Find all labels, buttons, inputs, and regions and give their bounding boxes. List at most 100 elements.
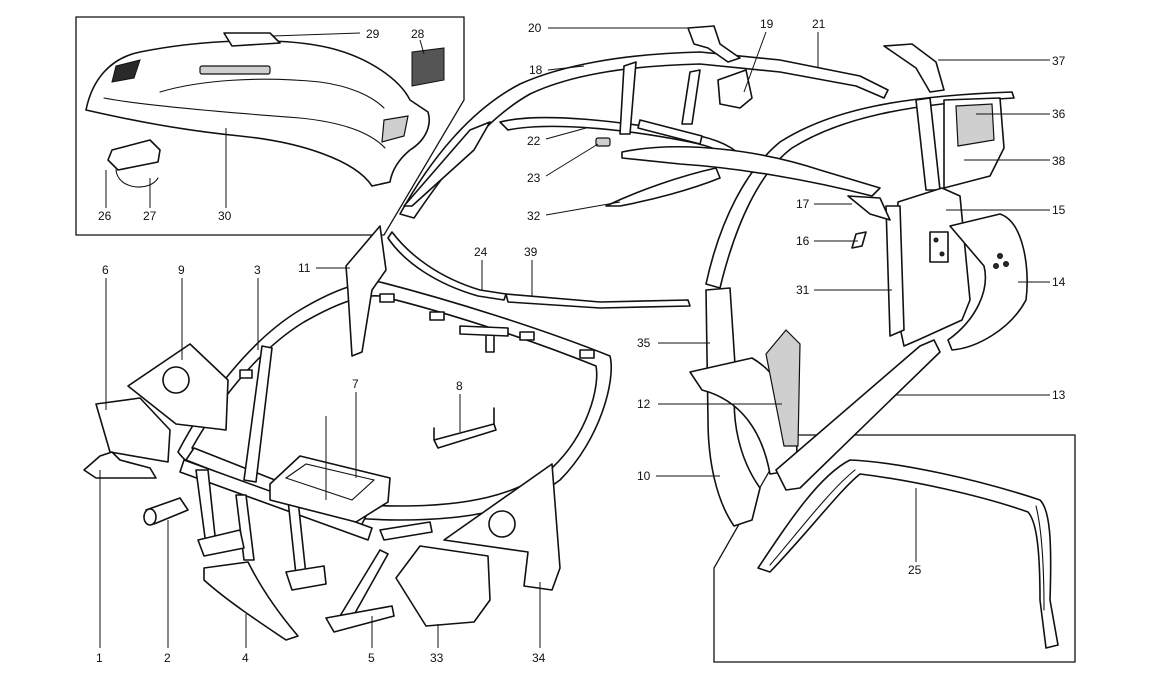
leader-23 [545, 143, 599, 177]
callout-21: 21 [812, 17, 826, 31]
leader-32 [545, 201, 621, 216]
sleeve-2-end [143, 508, 157, 526]
tie-rod-foot-5 [325, 605, 395, 633]
latch-bolt-2 [939, 251, 945, 257]
callout-18: 18 [529, 63, 543, 77]
callout-28: 28 [411, 27, 425, 41]
callout-4: 4 [242, 651, 249, 665]
roof-rail-18 [399, 51, 889, 219]
sill-13 [775, 339, 941, 491]
leader-18 [547, 65, 585, 71]
roof-trim-edge [769, 469, 1045, 611]
inset-frame-bottom-right [713, 434, 1076, 663]
hood-bracket-8 [433, 407, 497, 449]
hinge-clip-26 [107, 139, 161, 171]
upright-tube-3 [243, 345, 273, 483]
callout-22: 22 [527, 134, 541, 148]
callout-6: 6 [102, 263, 109, 277]
callout-7: 7 [352, 377, 359, 391]
leader-29 [271, 32, 361, 37]
inset-roof-trim [713, 434, 1076, 663]
mount-bracket-b [285, 565, 327, 591]
right-side-panels [689, 187, 1028, 527]
callout-5: 5 [368, 651, 375, 665]
rear-bulkhead [621, 146, 881, 197]
callout-30: 30 [218, 209, 232, 223]
rear-quarter-15 [893, 187, 971, 347]
leader-28 [419, 39, 425, 55]
ring-tab-1 [379, 293, 395, 303]
seat-mount-23 [595, 137, 611, 147]
callout-37: 37 [1052, 54, 1066, 68]
callout-23: 23 [527, 171, 541, 185]
rear-pillar-trim-37 [883, 43, 945, 93]
latch-plate [929, 231, 949, 263]
shelf-slot [199, 65, 271, 75]
callout-34: 34 [532, 651, 546, 665]
wing-hole-3 [993, 263, 999, 269]
callout-20: 20 [528, 21, 542, 35]
wing-hole-2 [1003, 261, 1009, 267]
callout-labels: 29 28 26 27 30 20 19 21 18 22 23 32 37 3… [96, 17, 1066, 665]
latch-bolt-1 [933, 237, 939, 243]
door-post-12 [765, 329, 801, 447]
callout-19: 19 [760, 17, 774, 31]
callout-13: 13 [1052, 388, 1066, 402]
wing-hole-1 [997, 253, 1003, 259]
parcel-shelf-vent-right [381, 115, 409, 143]
callout-27: 27 [143, 209, 157, 223]
callout-2: 2 [164, 651, 171, 665]
bracket-16 [851, 231, 867, 249]
roof-plate-19 [717, 69, 753, 109]
quarter-window-36 [955, 103, 995, 147]
callout-11: 11 [298, 261, 311, 275]
parcel-shelf-inner [103, 97, 386, 149]
speaker-grille-28 [411, 47, 445, 87]
callout-33: 33 [430, 651, 444, 665]
windshield-trim-24 [387, 231, 507, 301]
inset-frame-top-left [75, 16, 465, 236]
trim-pad-29 [223, 32, 281, 47]
support-blade-11 [345, 225, 387, 357]
callout-36: 36 [1052, 107, 1066, 121]
windshield-trim-39 [505, 293, 691, 309]
rear-wing-panel-14 [947, 213, 1028, 351]
radiator-box-7 [269, 455, 391, 523]
callout-24: 24 [474, 245, 488, 259]
front-frame-assembly [83, 225, 612, 641]
center-latch [459, 325, 509, 353]
callout-31: 31 [796, 283, 810, 297]
inner-pillar-31 [885, 205, 905, 337]
strap-1 [83, 451, 157, 479]
ring-tab-4 [579, 349, 595, 359]
callout-16: 16 [796, 234, 810, 248]
windshield-trims [387, 231, 691, 309]
panel-9-hole [162, 366, 190, 394]
callout-32: 32 [527, 209, 541, 223]
cross-brace [637, 119, 703, 145]
callout-10: 10 [637, 469, 651, 483]
callout-35: 35 [637, 336, 651, 350]
left-pillar [403, 121, 491, 207]
side-panel-33 [395, 545, 491, 627]
callout-15: 15 [1052, 203, 1066, 217]
callout-9: 9 [178, 263, 185, 277]
parcel-shelf-vent-left [111, 59, 141, 83]
callout-38: 38 [1052, 154, 1066, 168]
leader-22 [545, 127, 587, 140]
parcel-shelf [85, 39, 430, 187]
skid-plate-4 [203, 561, 299, 641]
ring-tab-5 [239, 369, 253, 379]
b-pillar-right [681, 69, 701, 125]
callout-12: 12 [637, 397, 651, 411]
hinge-clip-27 [115, 169, 159, 188]
ring-tab-2 [429, 311, 445, 321]
mount-bracket-a [197, 529, 245, 557]
callout-29: 29 [366, 27, 380, 41]
callout-39: 39 [524, 245, 538, 259]
inset-parcel-shelf [75, 16, 465, 236]
b-pillar-left [619, 61, 637, 135]
rear-c-pillar [915, 97, 941, 191]
callout-1: 1 [96, 651, 103, 665]
